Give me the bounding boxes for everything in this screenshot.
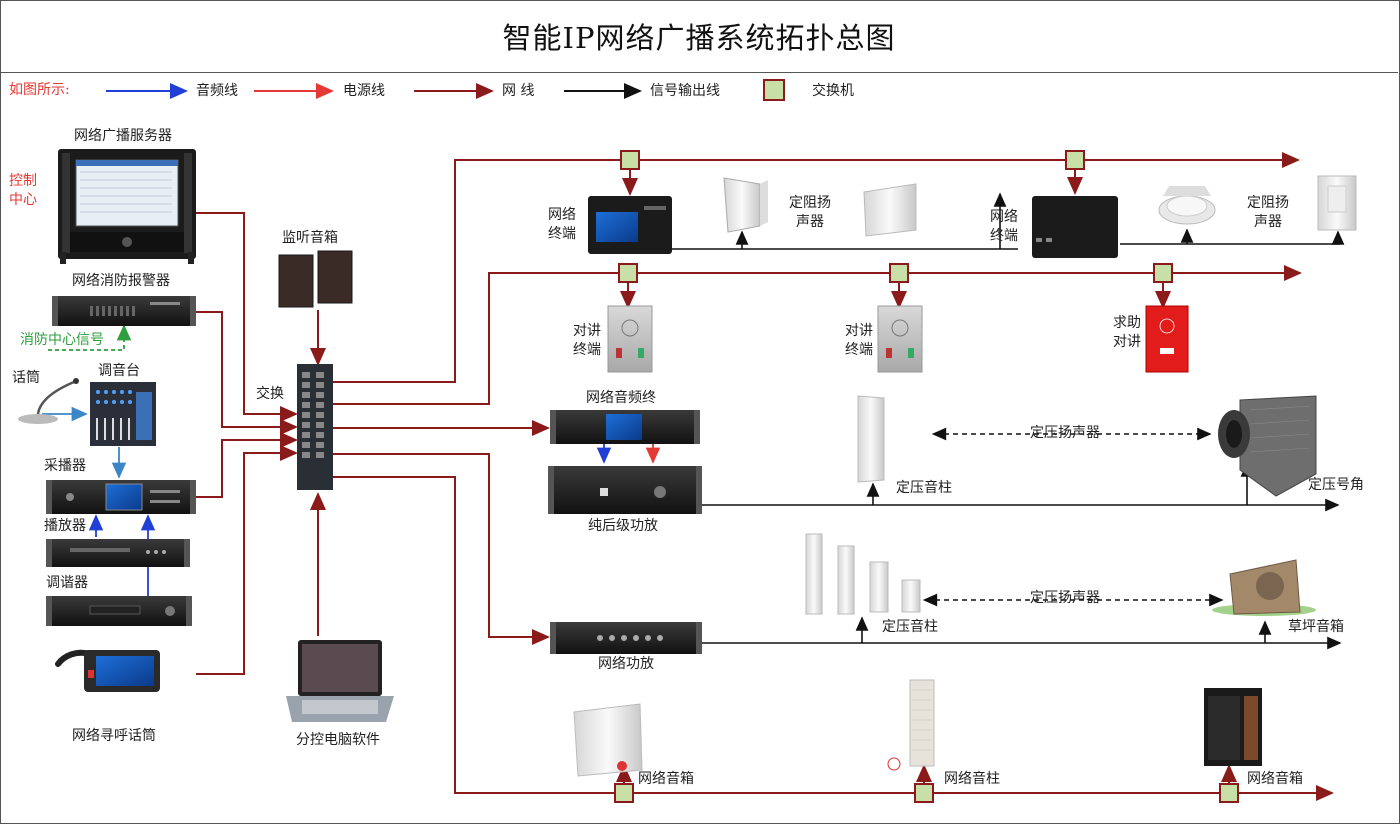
horn-speaker-icon [1218,395,1317,497]
intercom-terminal-2-icon [877,305,923,373]
paging-mic-label: 网络寻呼话筒 [72,728,156,744]
switch-node [889,263,909,283]
player-label: 播放器 [44,518,86,534]
switch-node [1219,783,1239,803]
network-amplifier-icon [550,622,702,654]
audio-wires [42,324,661,596]
network-box-speaker-2-icon [1204,688,1262,766]
ceiling-speaker-icon [1158,186,1216,225]
intercom-1-label: 对讲终端 [573,323,601,358]
column-speaker-tall-icon [857,395,885,483]
switch-node [1153,263,1173,283]
network-terminal-2-icon [1032,196,1118,258]
network-switch-icon [297,364,333,490]
const-speaker-2-label: 定压扬声器 [1030,590,1100,606]
help-intercom-icon [1145,305,1189,373]
legend-switch-label: 交换机 [812,83,854,99]
audio-terminal-label: 网络音频终 [586,390,656,406]
box-speaker-white-icon [863,183,917,237]
broadcast-server-label: 网络广播服务器 [74,128,172,144]
laptop-icon [286,640,394,722]
tuner-label: 调谐器 [46,575,88,591]
column-speakers-group-icon [805,533,921,615]
signal-wires [672,192,1345,650]
const-column-1-label: 定压音柱 [896,480,952,496]
legend-power-label: 电源线 [343,83,385,99]
audio-terminal-icon [550,410,700,444]
lawn-speaker-icon [1212,559,1316,616]
legend-signal-label: 信号输出线 [650,83,720,99]
broadcast-server-icon [58,149,196,264]
switch-node [618,263,638,283]
wall-speaker-icon [723,177,768,233]
net-column-label: 网络音柱 [944,771,1000,787]
legend-switch-icon [763,79,785,101]
network-box-speaker-1-icon [573,703,643,777]
pc-software-label: 分控电脑软件 [296,732,380,748]
const-speaker-1-label: 定压扬声器 [1030,425,1100,441]
switch-node [614,783,634,803]
help-intercom-label: 求助对讲 [1113,315,1141,350]
network-column-speaker-icon [887,679,935,771]
legend-prefix: 如图所示: [9,82,70,98]
mixer-label: 调音台 [98,363,140,379]
switch-node [620,150,640,170]
fixed-res-speaker-2-label: 定阻扬声器 [1247,195,1289,230]
intercom-terminal-1-icon [607,305,653,373]
mixer-icon [90,382,156,446]
control-center-label: 控制中心 [9,173,37,208]
post-amp-label: 纯后级功放 [588,518,658,534]
switch-node [1065,150,1085,170]
post-amplifier-icon [548,466,702,514]
lawn-speaker-label: 草坪音箱 [1288,619,1344,635]
diagram-title: 智能IP网络广播系统拓扑总图 [0,0,1398,73]
monitor-speaker-icon [278,250,353,308]
network-amp-label: 网络功放 [598,656,654,672]
net-box-1-label: 网络音箱 [638,771,694,787]
paging-mic-icon [55,649,160,692]
microphone-label: 话筒 [12,370,40,386]
monitor-speaker-label: 监听音箱 [282,230,338,246]
fire-alarm-icon [52,296,196,326]
legend-audio-label: 音频线 [196,83,238,99]
const-horn-label: 定压号角 [1308,477,1364,493]
net-box-2-label: 网络音箱 [1247,771,1303,787]
fire-alarm-label: 网络消防报警器 [72,273,170,289]
const-column-2-label: 定压音柱 [882,619,938,635]
fixed-res-speaker-1-label: 定阻扬声器 [789,195,831,230]
legend [106,79,785,101]
network-terminal-1-icon [588,196,672,254]
microphone-icon [18,378,79,424]
legend-network-label: 网 线 [502,83,535,99]
intercom-2-label: 对讲终端 [845,323,873,358]
fire-center-signal-label: 消防中心信号 [20,332,104,348]
switch-hub-label: 交换 [256,386,284,402]
player-icon [46,539,190,567]
switch-nodes [614,150,1239,803]
collector-icon [46,480,196,514]
network-terminal-1-label: 网络终端 [548,207,576,242]
switch-node [914,783,934,803]
tuner-icon [46,596,192,626]
panel-speaker-icon [1317,175,1357,231]
network-terminal-2-label: 网络终端 [990,209,1018,244]
collector-label: 采播器 [44,458,86,474]
